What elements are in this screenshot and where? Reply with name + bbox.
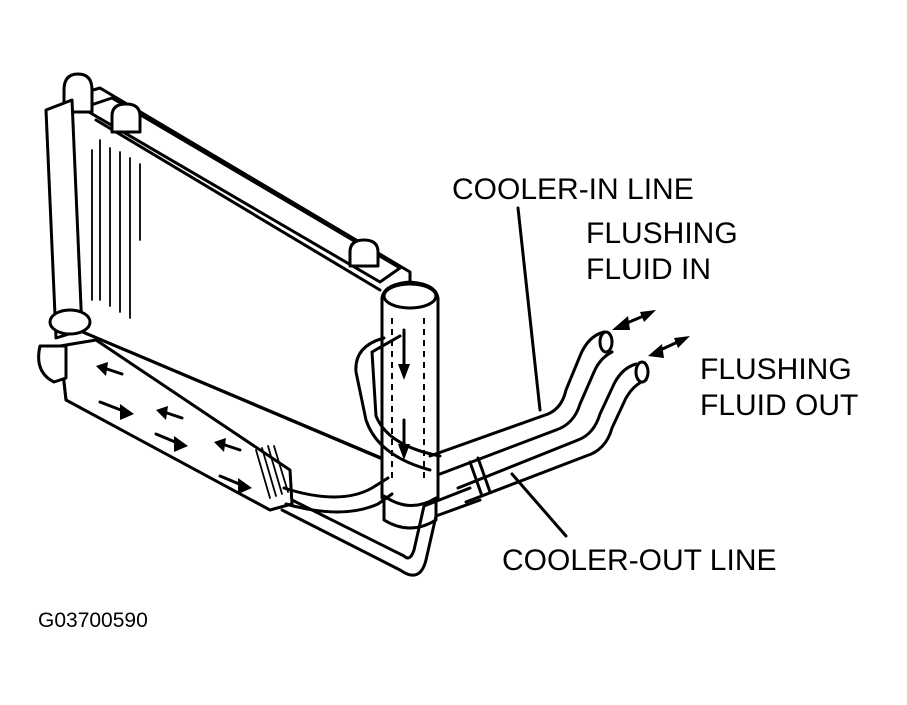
cooler-in-leader-line bbox=[516, 206, 542, 412]
flushing-fluid-out-label: FLUSHING FLUID OUT bbox=[700, 352, 858, 424]
flushing-fluid-in-label-line2: FLUID IN bbox=[586, 253, 712, 286]
radiator-cap bbox=[110, 102, 142, 134]
flushing-fluid-in-label: FLUSHING FLUID IN bbox=[586, 216, 738, 288]
flushing-fluid-in-arrow-icon bbox=[612, 310, 656, 330]
line-clamp bbox=[468, 456, 492, 498]
upper-hose bbox=[354, 334, 442, 472]
cooler-fitting bbox=[255, 445, 289, 499]
flushing-fluid-out-label-line1: FLUSHING bbox=[700, 353, 852, 386]
flushing-fluid-out-arrow-icon bbox=[648, 336, 690, 358]
lower-cooler-lines bbox=[280, 476, 482, 577]
flushing-fluid-in-label-line1: FLUSHING bbox=[586, 217, 738, 250]
figure-code: G03700590 bbox=[38, 609, 148, 632]
oil-cooler-end-loop bbox=[37, 344, 68, 384]
cooler-out-line bbox=[456, 360, 650, 504]
flushing-fluid-out-label-line2: FLUID OUT bbox=[700, 389, 859, 422]
right-side-tank bbox=[380, 280, 440, 530]
cooler-out-line-label: COOLER-OUT LINE bbox=[502, 544, 777, 577]
cooler-out-leader-line bbox=[510, 472, 568, 538]
oil-cooler bbox=[37, 338, 294, 512]
cooler-in-line-label: COOLER-IN LINE bbox=[452, 173, 694, 206]
radiator bbox=[44, 72, 412, 472]
radiator-core-fins bbox=[91, 139, 141, 319]
cooler-in-line bbox=[428, 330, 614, 476]
cooler-flow-arrows bbox=[96, 362, 252, 494]
top-tank-plug bbox=[348, 238, 380, 268]
